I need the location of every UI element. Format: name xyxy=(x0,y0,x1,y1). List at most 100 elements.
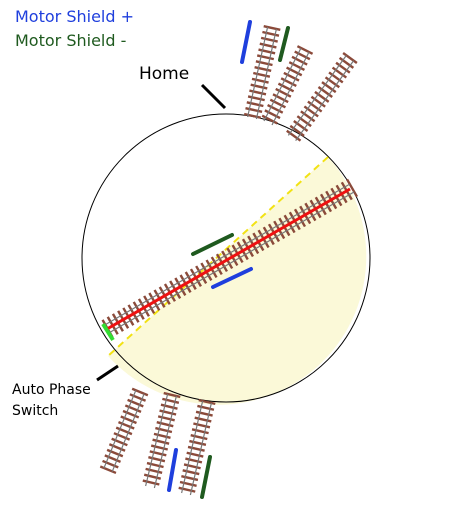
track-tie xyxy=(255,60,273,67)
track-tie xyxy=(250,83,268,90)
track-tie xyxy=(245,106,263,114)
track-tie xyxy=(153,432,171,439)
track-tie xyxy=(186,451,204,458)
track-tie xyxy=(328,71,344,84)
track-tie xyxy=(342,52,358,64)
track-rail xyxy=(247,26,269,118)
track-tie xyxy=(179,480,197,487)
track-rail xyxy=(102,183,351,327)
track-tie xyxy=(289,124,305,137)
track-tie xyxy=(263,24,281,32)
bottom-track-1 xyxy=(99,387,149,475)
track-tie xyxy=(181,474,199,482)
top-track-1 xyxy=(243,24,281,120)
track-tie xyxy=(345,178,359,198)
track-rail xyxy=(145,393,169,487)
track-tie xyxy=(143,473,162,480)
track-tie xyxy=(338,56,355,69)
track-tie xyxy=(321,81,337,94)
track-tie xyxy=(317,86,333,98)
bridge-center-line xyxy=(106,187,351,331)
track-tie xyxy=(264,109,281,120)
bottom-plus-bar xyxy=(167,448,178,492)
track-tie xyxy=(108,443,126,452)
track-tie xyxy=(152,438,170,445)
track-tie xyxy=(303,105,319,118)
track-tie xyxy=(155,426,173,434)
track-tie xyxy=(122,409,140,419)
track-tie xyxy=(146,461,164,469)
auto-phase-label-line2: Switch xyxy=(12,403,59,419)
track-tie xyxy=(277,82,295,93)
track-tie xyxy=(193,422,211,429)
legend-motor-shield-minus: Motor Shield - xyxy=(15,31,127,50)
auto-phase-switch-label: Auto Phase Switch xyxy=(12,380,102,422)
track-tie xyxy=(243,112,262,119)
track-tie xyxy=(275,87,292,98)
track-tie xyxy=(149,450,167,457)
auto-phase-label-line1: Auto Phase xyxy=(12,382,91,398)
bridge-minus-bar xyxy=(191,233,234,256)
bottom-minus-bar xyxy=(200,455,212,499)
track-tie xyxy=(127,398,144,408)
track-rail xyxy=(263,47,302,122)
auto-phase-switch-pointer xyxy=(96,364,119,382)
track-tie xyxy=(249,89,267,96)
track-tie xyxy=(269,98,286,109)
track-tie xyxy=(254,65,272,73)
track-tie xyxy=(294,50,311,61)
track-tie xyxy=(261,114,278,125)
track-tie xyxy=(296,115,312,128)
track-tie xyxy=(256,54,275,61)
track-tie xyxy=(113,432,131,441)
track-tie xyxy=(267,103,284,114)
track-tie xyxy=(310,95,326,108)
track-tie xyxy=(194,416,212,423)
home-label: Home xyxy=(139,64,190,84)
top-minus-bar xyxy=(278,26,290,62)
track-tie xyxy=(182,469,200,476)
track-rail xyxy=(111,393,145,472)
track-tie xyxy=(293,120,309,132)
track-tie xyxy=(104,454,121,463)
track-tie xyxy=(247,95,265,102)
bottom-track-3 xyxy=(178,398,216,496)
track-tie xyxy=(259,42,277,49)
track-tie xyxy=(120,415,137,425)
track-tie xyxy=(106,448,124,458)
track-tie xyxy=(260,36,278,43)
track-tie xyxy=(115,426,133,436)
track-rail xyxy=(295,60,355,141)
track-tie xyxy=(272,93,289,104)
track-tie xyxy=(183,463,201,470)
track-tie xyxy=(198,398,216,406)
bottom-track-2 xyxy=(142,391,181,489)
track-tie xyxy=(148,456,166,463)
track-tie xyxy=(307,100,323,113)
track-tie xyxy=(160,403,178,410)
track-rail xyxy=(153,395,177,489)
legend-motor-shield-plus: Motor Shield + xyxy=(15,7,134,26)
track-tie xyxy=(331,66,348,79)
track-tie xyxy=(283,71,300,82)
track-tie xyxy=(157,415,175,422)
track-tie xyxy=(314,90,330,103)
track-tie xyxy=(189,439,207,447)
track-tie xyxy=(288,61,305,71)
track-tie xyxy=(102,459,119,469)
top-track-2 xyxy=(261,45,314,126)
track-tie xyxy=(124,404,142,413)
top-track-3 xyxy=(286,52,358,142)
track-tie xyxy=(162,397,180,404)
top-plus-bar xyxy=(240,20,252,64)
track-tie xyxy=(156,421,174,428)
track-tie xyxy=(262,30,280,37)
track-tie xyxy=(286,66,303,77)
track-tie xyxy=(145,467,163,475)
track-rail xyxy=(103,390,137,469)
track-rail xyxy=(106,191,355,335)
track-tie xyxy=(324,76,340,89)
track-tie xyxy=(253,71,271,78)
track-tie xyxy=(251,77,269,84)
track-tie xyxy=(190,434,208,441)
